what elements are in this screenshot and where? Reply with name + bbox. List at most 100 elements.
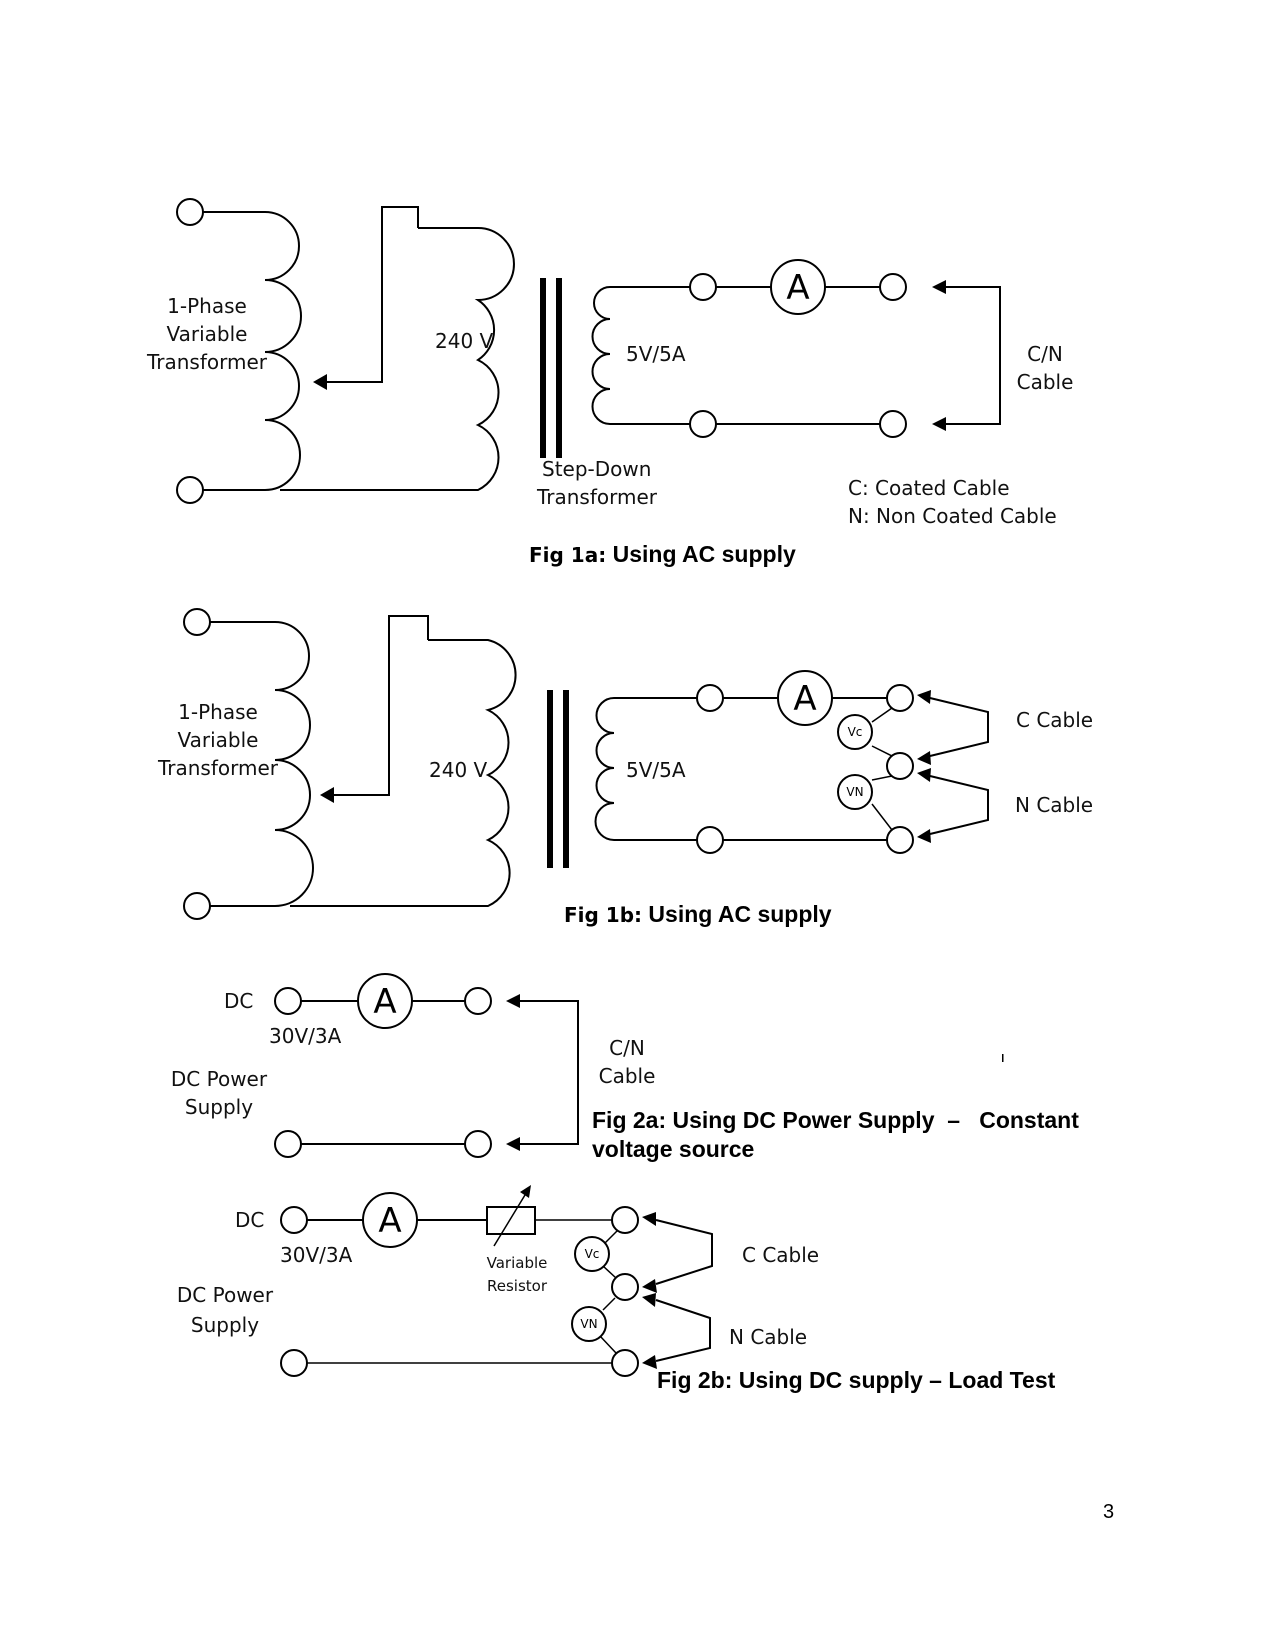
fig2a-terminal-1 bbox=[274, 987, 302, 1015]
fig1b-arrow bbox=[917, 690, 931, 704]
fig1b-vc-label: Vc bbox=[848, 725, 863, 739]
fig2a-cable-label-1: C/N bbox=[609, 1036, 645, 1060]
fig1b-terminal-1 bbox=[696, 684, 724, 712]
fig1b-terminal-4 bbox=[886, 826, 914, 854]
fig1a-core-bar-1 bbox=[540, 278, 546, 458]
fig1a-terminal-3 bbox=[689, 410, 717, 438]
fig1b-core-bar-2 bbox=[563, 690, 569, 868]
fig1b-arrow bbox=[917, 829, 931, 843]
fig1a-stepdown-label-2: Transformer bbox=[536, 485, 658, 509]
fig1b-n-cable-label: N Cable bbox=[1015, 793, 1093, 817]
fig2b-caption: Fig 2b: Using DC supply – Load Test bbox=[657, 1367, 1056, 1393]
fig2b-rating: 30V/3A bbox=[280, 1243, 353, 1267]
page-number: 3 bbox=[1103, 1501, 1114, 1523]
fig2a-ammeter-label: A bbox=[373, 982, 396, 1022]
fig2b-n-cable-loop bbox=[655, 1299, 711, 1362]
fig1a-wiper-arrow bbox=[313, 374, 327, 390]
fig1a-terminal-4 bbox=[879, 410, 907, 438]
fig1a-variac-label-1: 1-Phase bbox=[167, 294, 247, 318]
fig2b-resistor-label-2: Resistor bbox=[487, 1277, 548, 1295]
fig1a-stepdown-label-1: Step-Down bbox=[542, 457, 651, 481]
fig2b-supply-label-2: Supply bbox=[191, 1313, 259, 1337]
fig1a-terminal-2 bbox=[879, 273, 907, 301]
fig1b-primary-voltage: 240 V bbox=[429, 758, 488, 782]
fig2b-arrow bbox=[642, 1355, 657, 1369]
fig1b-arrow bbox=[917, 751, 931, 765]
fig2b-arrow bbox=[642, 1212, 656, 1226]
fig2b-terminal-4 bbox=[611, 1349, 639, 1377]
fig1a-secondary-rating: 5V/5A bbox=[626, 342, 686, 366]
fig2b-variable-resistor bbox=[486, 1206, 536, 1235]
fig2b-arrow bbox=[642, 1279, 657, 1293]
fig1a-input-terminal-top bbox=[176, 198, 204, 226]
fig2b-terminal-1 bbox=[280, 1206, 308, 1234]
fig1a-input-terminal-bottom bbox=[176, 476, 204, 504]
fig1a-wiper-line bbox=[325, 206, 419, 383]
fig1b-primary-coil bbox=[290, 639, 517, 907]
fig2b-resistor-arrow-line bbox=[493, 1194, 526, 1247]
fig1b-arrow bbox=[917, 768, 931, 782]
fig2a-caption-line-1: Fig 2a: Using DC Power Supply – Constant bbox=[592, 1107, 1079, 1133]
fig1b-diagram: Vc VN 1-Phase Variable Transformer 240 V… bbox=[157, 608, 1093, 927]
fig1a-caption: Fig 1a: Using AC supply bbox=[529, 541, 796, 567]
fig2a-dc-label: DC bbox=[224, 989, 253, 1013]
fig1b-ammeter-label: A bbox=[793, 679, 816, 719]
fig1a-variac-label-2: Variable bbox=[167, 322, 248, 346]
fig2a-terminal-2 bbox=[464, 987, 492, 1015]
fig2b-dc-label: DC bbox=[235, 1208, 264, 1232]
fig2a-rating: 30V/3A bbox=[269, 1024, 342, 1048]
fig1a-legend-n: N: Non Coated Cable bbox=[848, 504, 1057, 528]
fig1b-terminal-mid bbox=[886, 752, 914, 780]
fig1b-voltmeter-leads bbox=[871, 707, 893, 831]
fig2a-arrow bbox=[506, 994, 520, 1008]
fig2b-c-cable-label: C Cable bbox=[742, 1243, 819, 1267]
fig1a-secondary-coil bbox=[591, 286, 703, 425]
fig2a-diagram: DC A 30V/3A DC Power Supply C/N Cable Fi… bbox=[171, 973, 1079, 1162]
fig1a-variac-label-3: Transformer bbox=[146, 350, 268, 374]
fig2b-c-cable-loop bbox=[655, 1219, 713, 1285]
fig2b-voltmeter-leads bbox=[599, 1230, 618, 1354]
fig1a-diagram: 1-Phase Variable Transformer 240 V 5V/5A… bbox=[146, 198, 1073, 567]
fig2b-arrow bbox=[642, 1293, 656, 1307]
fig1a-cable-label-1: C/N bbox=[1027, 342, 1063, 366]
fig1b-variac-label-1: 1-Phase bbox=[178, 700, 258, 724]
fig2b-terminal-3 bbox=[280, 1349, 308, 1377]
fig2a-cable-label-2: Cable bbox=[599, 1064, 656, 1088]
fig2b-vn-label: VN bbox=[580, 1317, 597, 1331]
fig2b-supply-label-1: DC Power bbox=[177, 1283, 274, 1307]
fig1b-terminal-2 bbox=[886, 684, 914, 712]
fig2a-supply-label-1: DC Power bbox=[171, 1067, 268, 1091]
fig1b-secondary-coil bbox=[594, 697, 710, 841]
fig2a-caption-line-2: voltage source bbox=[592, 1136, 754, 1162]
fig1a-primary-coil bbox=[280, 227, 515, 491]
fig1b-core-bar-1 bbox=[547, 690, 553, 868]
fig1b-wiper-arrow bbox=[320, 787, 334, 803]
fig1b-variac-label-2: Variable bbox=[178, 728, 259, 752]
fig2b-ammeter-label: A bbox=[378, 1201, 401, 1241]
fig1b-n-cable-loop bbox=[929, 775, 989, 835]
fig2b-diagram: Vc VN DC A 30V/3A DC Power Supply Variab… bbox=[177, 1185, 1056, 1393]
fig1a-core-bar-2 bbox=[556, 278, 562, 458]
fig1b-secondary-rating: 5V/5A bbox=[626, 758, 686, 782]
fig1a-terminal-1 bbox=[689, 273, 717, 301]
fig2b-voltmeter-vc bbox=[574, 1236, 610, 1272]
fig1b-vn-label: VN bbox=[846, 785, 863, 799]
fig2b-resistor-label-1: Variable bbox=[487, 1254, 548, 1272]
fig1a-variac-coil bbox=[198, 211, 302, 491]
fig1a-arrow bbox=[932, 280, 946, 294]
fig1b-caption: Fig 1b: Using AC supply bbox=[564, 901, 832, 927]
fig2a-terminal-4 bbox=[464, 1130, 492, 1158]
fig1b-voltmeter-vc bbox=[837, 714, 873, 750]
fig2b-terminal-mid bbox=[611, 1273, 639, 1301]
fig1a-arrow bbox=[932, 417, 946, 431]
fig1b-voltmeter-vn bbox=[837, 774, 873, 810]
fig2b-resistor-arrowhead bbox=[520, 1185, 531, 1198]
fig1b-c-cable-label: C Cable bbox=[1016, 708, 1093, 732]
fig2a-terminal-3 bbox=[274, 1130, 302, 1158]
fig2b-vc-label: Vc bbox=[585, 1247, 600, 1261]
fig2a-tick-mark bbox=[1002, 1054, 1004, 1062]
fig2b-terminal-2 bbox=[611, 1206, 639, 1234]
fig2a-supply-label-2: Supply bbox=[185, 1095, 253, 1119]
fig1b-variac-label-3: Transformer bbox=[157, 756, 279, 780]
